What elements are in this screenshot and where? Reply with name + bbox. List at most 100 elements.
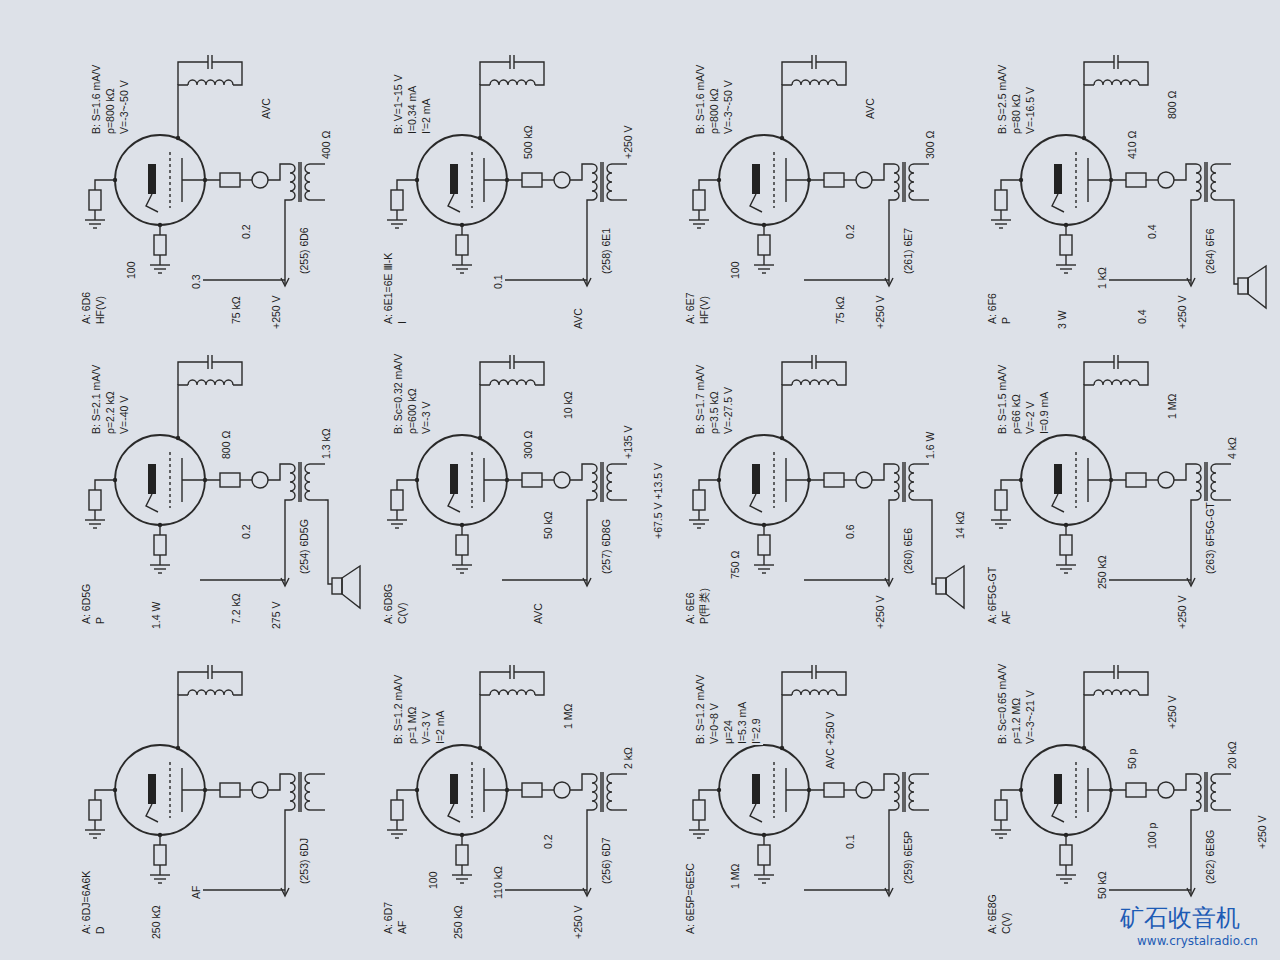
grid-symbol <box>773 152 774 208</box>
wire <box>1216 773 1231 774</box>
wire <box>310 809 325 810</box>
figure-caption: (256) 6D7 <box>600 836 613 885</box>
tube-type: A: 6D7 <box>382 901 395 935</box>
resistor-symbol <box>1126 473 1146 487</box>
supply-voltage: +250 V <box>572 904 585 940</box>
component-value: 100 <box>427 870 440 890</box>
component-value: 50 kΩ <box>1096 870 1109 900</box>
transformer-coil <box>909 464 914 500</box>
component-value: 0.2 <box>844 223 857 240</box>
wire <box>178 385 188 438</box>
transformer-coil <box>607 164 612 200</box>
component-value: 800 Ω <box>1166 90 1179 120</box>
wire <box>914 773 929 774</box>
component-value: 250 kΩ <box>150 904 163 940</box>
ground-symbol <box>754 874 774 875</box>
ground-symbol <box>762 882 766 883</box>
wire <box>461 555 462 565</box>
wire <box>542 179 554 180</box>
ground-symbol <box>93 227 97 228</box>
wire <box>1084 362 1114 385</box>
grid-symbol <box>773 452 774 508</box>
tube-spec: B: S=1.7 mA/V <box>694 364 707 435</box>
resistor-symbol <box>391 190 403 210</box>
wire <box>159 255 160 265</box>
ground-symbol <box>762 572 766 573</box>
ground-symbol <box>85 519 105 520</box>
transformer-core <box>1204 462 1205 502</box>
wire <box>1065 255 1066 265</box>
capacitor-symbol <box>513 55 514 69</box>
wire <box>178 362 208 385</box>
cathode-symbol <box>148 774 156 804</box>
resistor-symbol <box>1060 845 1072 865</box>
supply-arrow <box>281 278 289 286</box>
tube-spec: B: S=2.1 mA/V <box>90 364 103 435</box>
wire <box>914 163 929 164</box>
wire <box>159 865 160 875</box>
transformer-coil <box>1211 774 1216 810</box>
supply-arrow <box>885 578 893 586</box>
resistor-symbol <box>220 173 240 187</box>
tube-spec: V=-3 V <box>420 711 433 745</box>
figure-caption: (255) 6D6 <box>298 226 311 275</box>
wire <box>1065 865 1066 875</box>
capacitor-symbol <box>1117 55 1118 69</box>
wire <box>484 789 522 790</box>
figure-caption: (264) 6F6 <box>1204 227 1217 275</box>
ground-symbol <box>758 268 770 269</box>
wire <box>200 279 285 280</box>
wire <box>698 210 699 220</box>
transformer-coil <box>909 774 914 810</box>
ground-symbol <box>395 527 399 528</box>
wire <box>480 385 490 438</box>
capacitor-symbol <box>811 355 812 369</box>
wire <box>1191 500 1196 584</box>
component-value: 0.2 <box>240 523 253 540</box>
component-value: AVC <box>532 602 545 625</box>
tube-spec: V=-3~-50 V <box>722 79 735 135</box>
wire <box>1065 835 1066 845</box>
wire <box>612 163 627 164</box>
ground-symbol <box>154 268 166 269</box>
component-value: +250 V <box>1256 814 1269 850</box>
transformer-coil <box>592 774 597 810</box>
tube-spec: I=5.3 mA <box>736 701 749 745</box>
transformer-coil <box>1196 464 1201 500</box>
wire <box>461 835 462 845</box>
figure-caption: (262) 6E8G <box>1204 829 1217 885</box>
grid-symbol <box>471 762 472 818</box>
ground-symbol <box>89 523 101 524</box>
supply-voltage: +250 V <box>1176 294 1189 330</box>
wire <box>1118 672 1148 695</box>
capacitor-symbol <box>1113 355 1114 369</box>
wire <box>484 179 522 180</box>
wire <box>1088 789 1126 790</box>
wire <box>872 464 894 480</box>
figure-caption: (259) 6E5P <box>902 830 915 885</box>
ground-symbol <box>395 227 399 228</box>
tube-spec: V=-16.5 V <box>1024 86 1037 135</box>
ground-symbol <box>89 833 101 834</box>
ground-symbol <box>391 833 403 834</box>
ground-symbol <box>995 833 1007 834</box>
wire <box>396 510 397 520</box>
component-value: 0.3 <box>190 273 203 290</box>
supply-voltage: +250 V <box>1176 594 1189 630</box>
resistor-symbol <box>824 783 844 797</box>
heater-symbol <box>448 194 460 212</box>
loudspeaker-symbol <box>946 566 964 608</box>
resistor-symbol <box>456 235 468 255</box>
wire <box>200 889 285 890</box>
resistor-symbol <box>693 190 705 210</box>
wire <box>612 463 627 464</box>
component-value: 400 Ω <box>320 130 333 160</box>
resistor-symbol <box>693 490 705 510</box>
wire <box>1065 525 1066 535</box>
wire <box>285 200 290 284</box>
wire <box>95 180 115 190</box>
capacitor-symbol <box>509 355 510 369</box>
resistor-symbol <box>154 235 166 255</box>
ground-symbol <box>158 882 162 883</box>
ground-symbol <box>1064 272 1068 273</box>
